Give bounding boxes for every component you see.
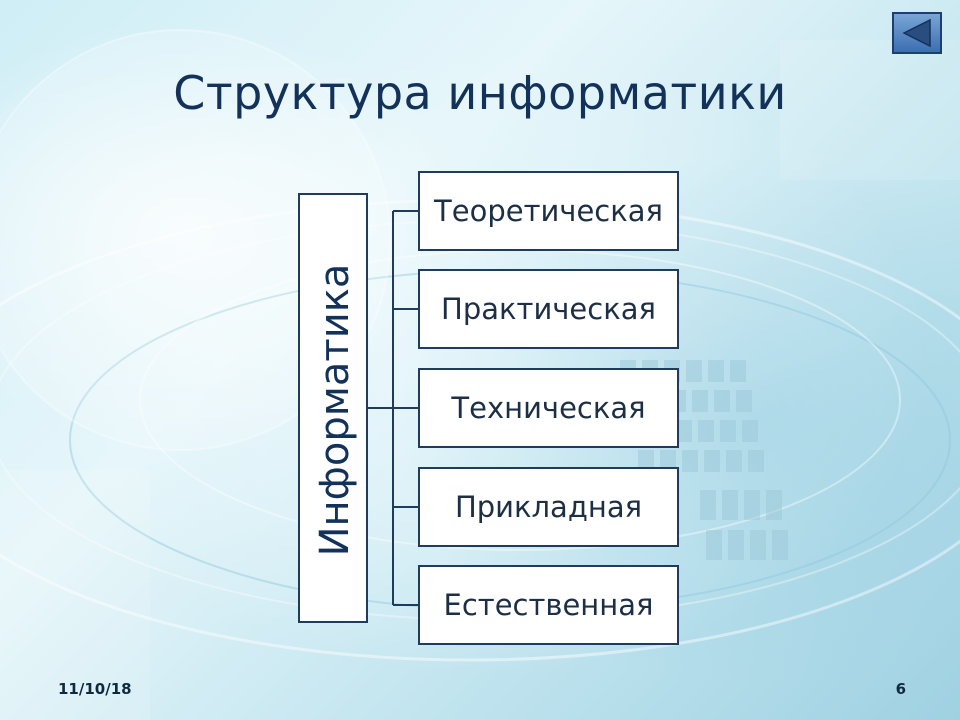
page-number: 6 bbox=[895, 680, 906, 698]
branch-node-natural: Естественная bbox=[418, 565, 679, 645]
branch-node-practical: Практическая bbox=[418, 269, 679, 349]
slide-title: Структура информатики bbox=[173, 66, 787, 120]
root-node-label: Информатика bbox=[312, 263, 358, 557]
triangle-left-icon bbox=[902, 18, 931, 48]
branch-node-applied: Прикладная bbox=[418, 467, 679, 547]
back-button[interactable] bbox=[892, 12, 942, 54]
root-node: Информатика bbox=[298, 193, 368, 623]
branch-node-technical: Техническая bbox=[418, 368, 679, 448]
branch-node-theoretical: Теоретическая bbox=[418, 171, 679, 251]
footer-date: 11/10/18 bbox=[58, 680, 132, 698]
